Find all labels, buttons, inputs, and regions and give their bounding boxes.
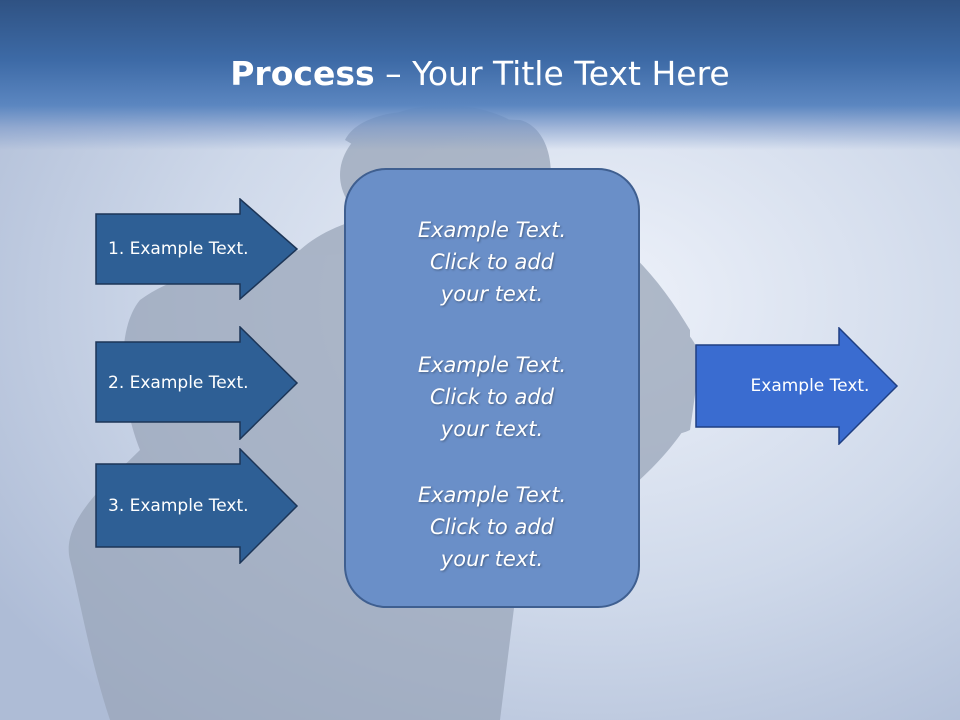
center-paragraph-2: Example Text. Click to add your text. [346, 349, 638, 445]
paragraph-line: your text. [440, 547, 544, 571]
paragraph-line: Example Text. [417, 218, 567, 242]
process-arrow-2[interactable]: 2. Example Text. [95, 326, 299, 440]
result-arrow[interactable]: Example Text. [695, 327, 899, 445]
arrow-shape-icon [95, 448, 299, 564]
title-bar [0, 0, 960, 150]
center-paragraph-1: Example Text. Click to add your text. [346, 214, 638, 310]
title-bold-part: Process [230, 54, 375, 93]
paragraph-line: your text. [440, 282, 544, 306]
paragraph-line: Click to add [429, 515, 554, 539]
process-arrow-1[interactable]: 1. Example Text. [95, 198, 299, 300]
arrow-shape-icon [695, 327, 899, 445]
slide-title[interactable]: Process – Your Title Text Here [0, 52, 960, 96]
paragraph-line: your text. [440, 417, 544, 441]
process-arrow-3[interactable]: 3. Example Text. [95, 448, 299, 564]
process-arrow-label: 1. Example Text. [108, 239, 249, 259]
arrow-shape-icon [95, 326, 299, 440]
arrow-shape-icon [95, 198, 299, 300]
paragraph-line: Click to add [429, 250, 554, 274]
paragraph-line: Click to add [429, 385, 554, 409]
paragraph-line: Example Text. [417, 483, 567, 507]
center-text-box[interactable]: Example Text. Click to add your text. Ex… [344, 168, 640, 608]
process-arrow-label: 3. Example Text. [108, 496, 249, 516]
process-arrow-label: 2. Example Text. [108, 373, 249, 393]
result-arrow-label: Example Text. [750, 376, 870, 396]
paragraph-line: Example Text. [417, 353, 567, 377]
center-paragraph-3: Example Text. Click to add your text. [346, 479, 638, 575]
title-rest-part: – Your Title Text Here [374, 54, 730, 93]
